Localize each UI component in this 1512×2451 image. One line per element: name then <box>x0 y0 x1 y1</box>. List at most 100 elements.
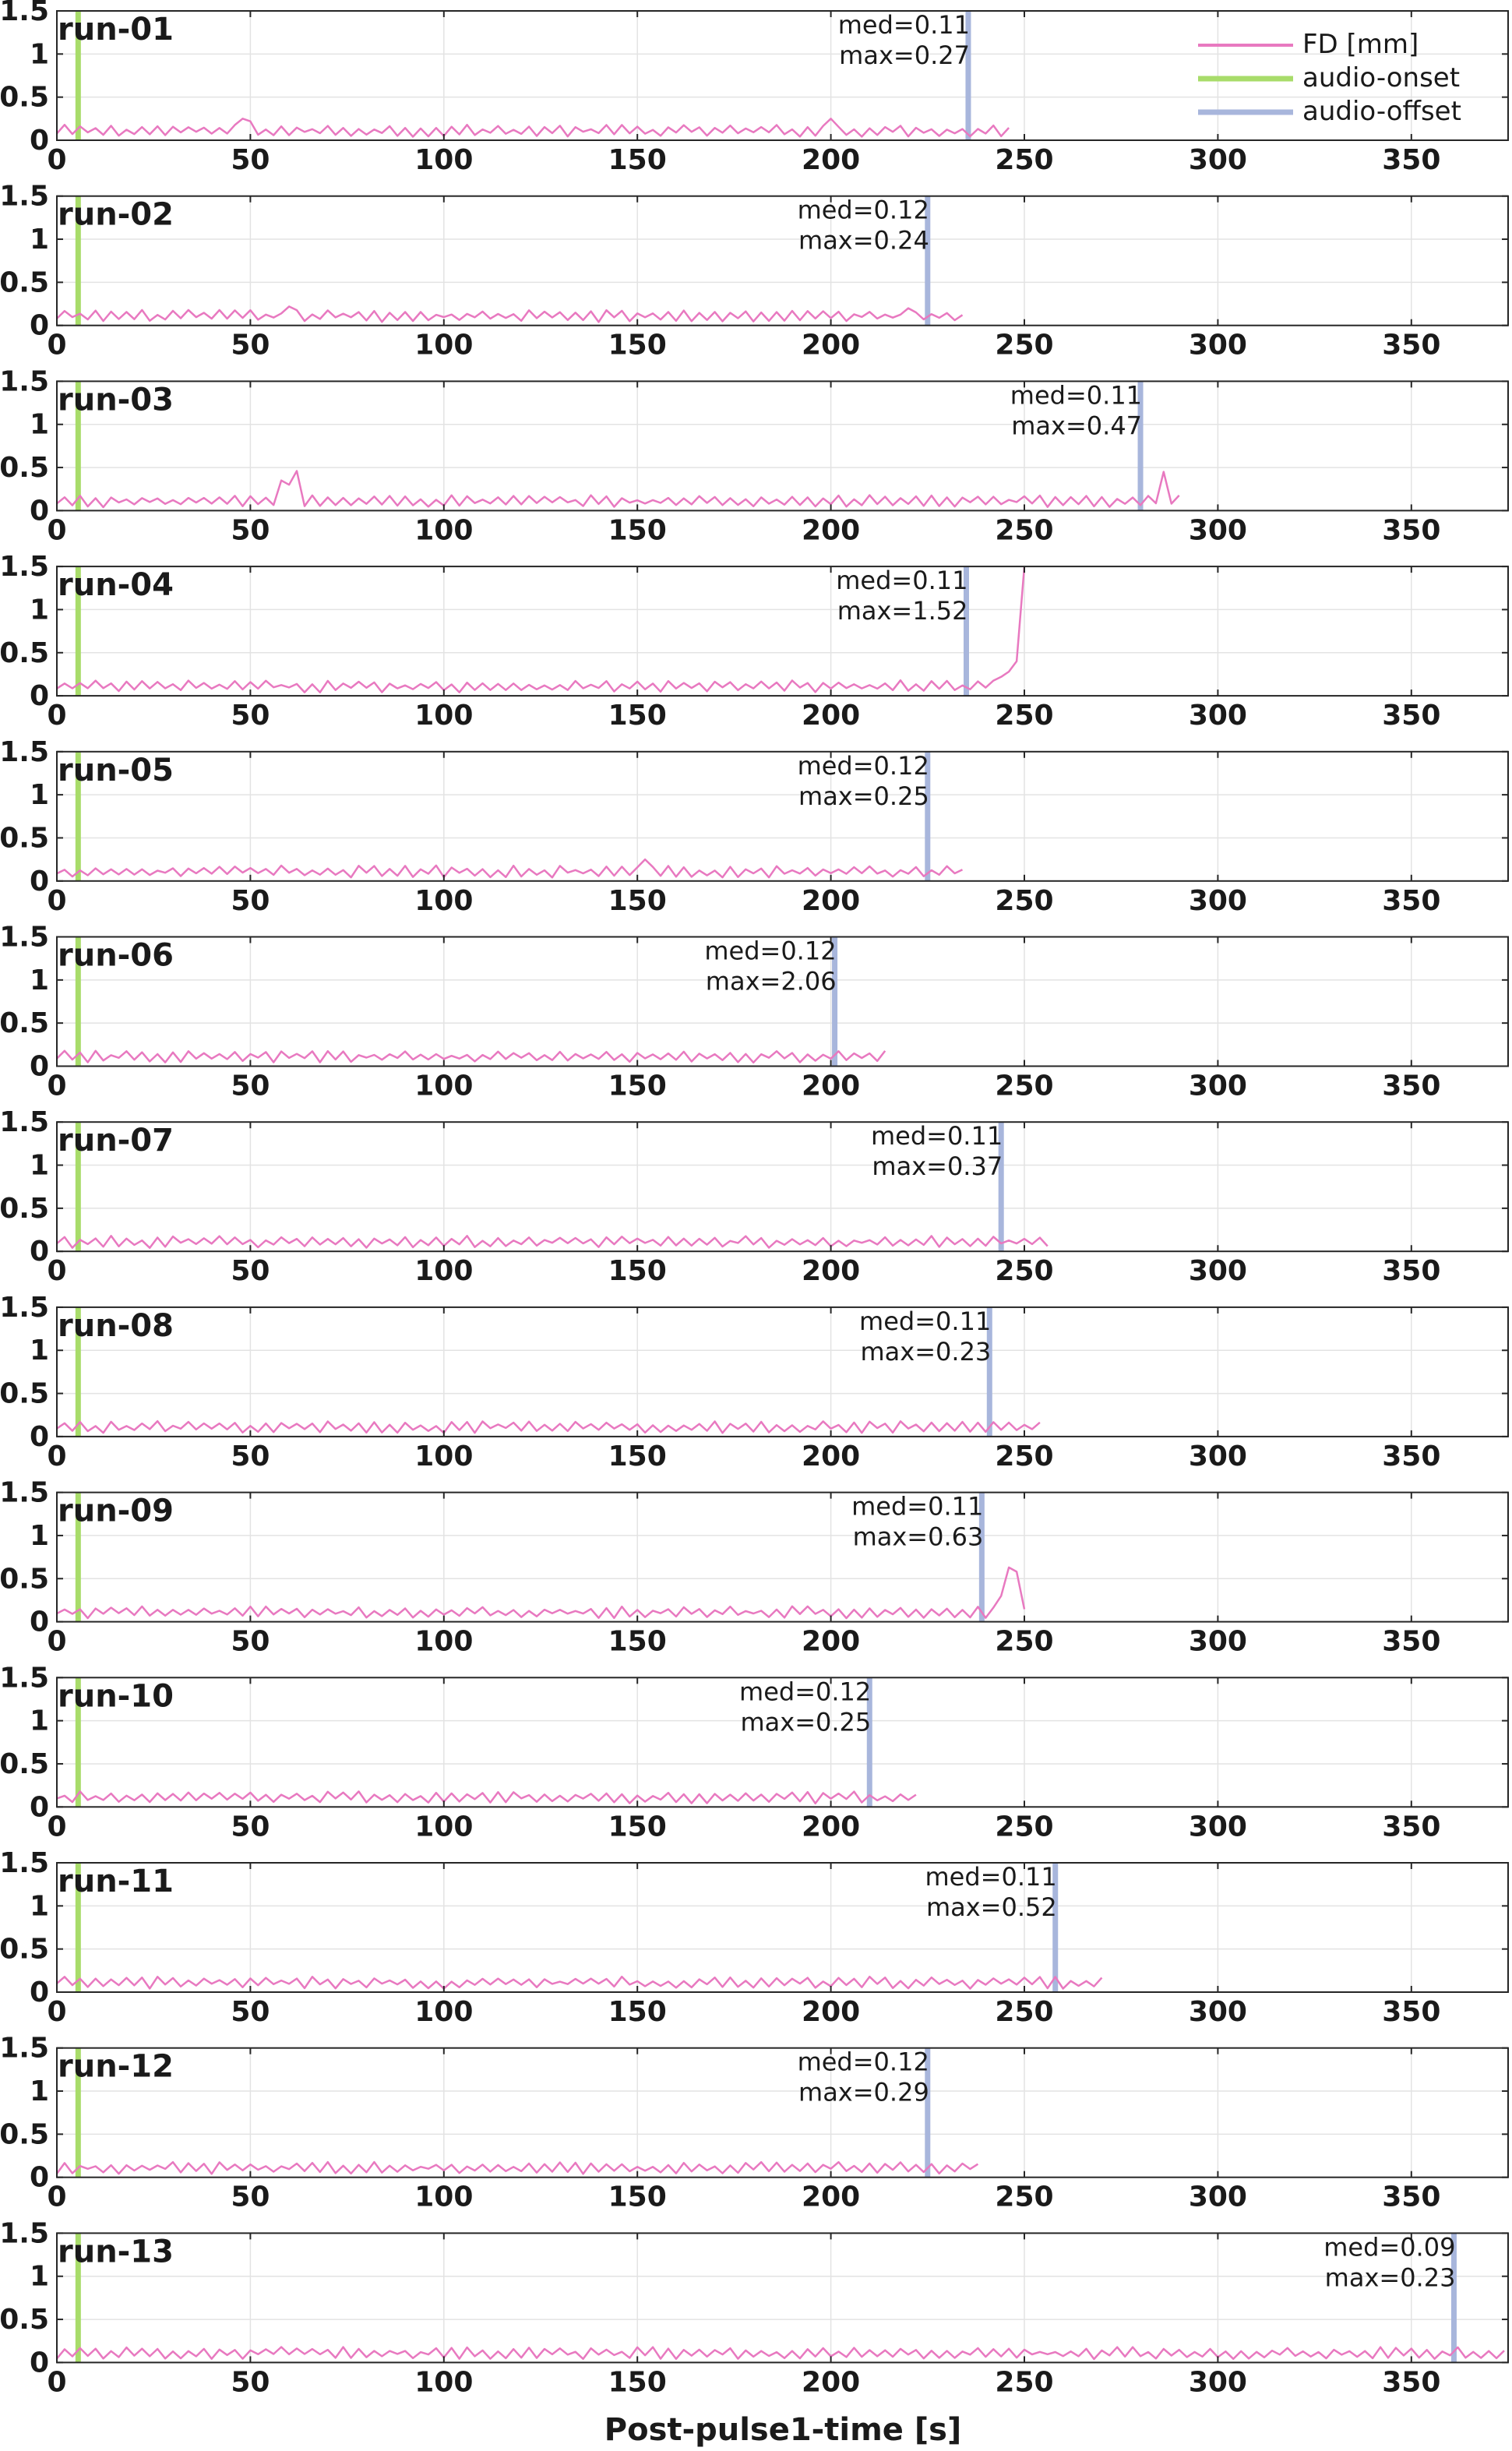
x-tick-label: 50 <box>231 1070 270 1102</box>
median-fd-label: med=0.12 <box>798 2047 929 2077</box>
y-tick-label: 1.5 <box>0 551 49 583</box>
y-tick-label: 1.5 <box>0 736 49 768</box>
x-tick-label: 300 <box>1189 1626 1247 1658</box>
x-tick-label: 300 <box>1189 144 1247 176</box>
y-tick-label: 1 <box>30 1520 49 1552</box>
axes-box <box>56 2232 1509 2364</box>
y-tick-label: 1 <box>30 1150 49 1182</box>
x-tick-label: 150 <box>608 1441 667 1472</box>
run-label: run-06 <box>58 938 174 974</box>
y-tick-label: 1.5 <box>0 1477 49 1509</box>
fd-trace <box>57 1790 917 1805</box>
y-tick-label: 1 <box>30 2075 49 2107</box>
x-tick-label: 300 <box>1189 1441 1247 1472</box>
x-tick-label: 0 <box>47 2181 66 2213</box>
run-label: run-01 <box>58 12 174 48</box>
x-tick-label: 350 <box>1382 2181 1440 2213</box>
y-tick-label: 0.5 <box>0 637 49 669</box>
y-tick-label: 0 <box>30 1977 49 2008</box>
fd-trace <box>57 2346 1505 2361</box>
x-tick-label: 100 <box>414 1811 473 1843</box>
plot-content <box>57 751 964 881</box>
x-tick-label: 100 <box>414 514 473 546</box>
x-tick-label: 250 <box>995 330 1053 361</box>
y-tick-label: 0.5 <box>0 82 49 114</box>
plot-content <box>57 381 1180 511</box>
x-tick-label: 200 <box>802 1996 860 2028</box>
x-tick-label: 100 <box>414 144 473 176</box>
x-tick-label: 0 <box>47 1441 66 1472</box>
max-fd-label: max=0.27 <box>839 41 970 70</box>
x-tick-label: 0 <box>47 1255 66 1287</box>
x-tick-label: 200 <box>802 514 860 546</box>
fd-trace <box>57 1975 1103 1990</box>
x-tick-label: 100 <box>414 885 473 917</box>
y-tick-label: 0 <box>30 1421 49 1453</box>
x-tick-label: 100 <box>414 1441 473 1472</box>
max-fd-label: max=0.29 <box>798 2078 929 2107</box>
x-tick-label: 50 <box>231 2366 270 2398</box>
x-tick-label: 150 <box>608 1811 667 1843</box>
max-fd-label: max=2.06 <box>706 967 837 996</box>
y-tick-label: 1.5 <box>0 1662 49 1694</box>
x-tick-label: 150 <box>608 1996 667 2028</box>
x-tick-label: 350 <box>1382 1441 1440 1472</box>
x-tick-label: 150 <box>608 514 667 546</box>
y-tick-label: 0 <box>30 2162 49 2194</box>
x-tick-label: 50 <box>231 2181 270 2213</box>
max-fd-label: max=0.47 <box>1011 411 1142 440</box>
x-tick-label: 300 <box>1189 2366 1247 2398</box>
x-tick-label: 300 <box>1189 514 1247 546</box>
x-tick-label: 0 <box>47 144 66 176</box>
x-tick-label: 50 <box>231 330 270 361</box>
y-tick-label: 1 <box>30 38 49 70</box>
x-tick-label: 100 <box>414 2181 473 2213</box>
x-tick-label: 0 <box>47 700 66 732</box>
axes-box <box>56 566 1509 697</box>
plot-content <box>57 1677 917 1807</box>
run-label: run-04 <box>58 567 174 603</box>
x-tick-label: 200 <box>802 1811 860 1843</box>
y-tick-label: 0.5 <box>0 2304 49 2336</box>
fd-trace <box>57 566 1026 693</box>
x-tick-label: 350 <box>1382 514 1440 546</box>
x-tick-label: 250 <box>995 1255 1053 1287</box>
y-tick-label: 1 <box>30 594 49 626</box>
x-tick-label: 100 <box>414 2366 473 2398</box>
x-tick-label: 100 <box>414 1255 473 1287</box>
max-fd-label: max=0.25 <box>798 781 929 811</box>
median-fd-label: med=0.11 <box>859 1307 991 1336</box>
x-tick-label: 250 <box>995 885 1053 917</box>
plot-content <box>57 2047 979 2178</box>
run-label: run-03 <box>58 382 174 418</box>
plot-content <box>57 1863 1103 1992</box>
y-tick-label: 0 <box>30 125 49 157</box>
y-tick-label: 0 <box>30 310 49 342</box>
y-tick-label: 1.5 <box>0 181 49 213</box>
x-tick-label: 300 <box>1189 330 1247 361</box>
y-tick-label: 0 <box>30 680 49 712</box>
x-tick-label: 100 <box>414 1626 473 1658</box>
x-tick-label: 0 <box>47 885 66 917</box>
x-tick-label: 0 <box>47 514 66 546</box>
median-fd-label: med=0.11 <box>838 10 970 40</box>
x-tick-label: 200 <box>802 885 860 917</box>
run-label: run-09 <box>58 1494 174 1529</box>
x-tick-label: 250 <box>995 1996 1053 2028</box>
axes-box <box>56 2047 1509 2178</box>
y-tick-label: 1.5 <box>0 2033 49 2065</box>
x-tick-label: 250 <box>995 700 1053 732</box>
x-tick-label: 50 <box>231 1996 270 2028</box>
x-tick-label: 350 <box>1382 1255 1440 1287</box>
x-tick-label: 150 <box>608 1070 667 1102</box>
y-tick-label: 1.5 <box>0 2217 49 2249</box>
y-tick-label: 1.5 <box>0 1292 49 1324</box>
x-tick-label: 250 <box>995 2366 1053 2398</box>
